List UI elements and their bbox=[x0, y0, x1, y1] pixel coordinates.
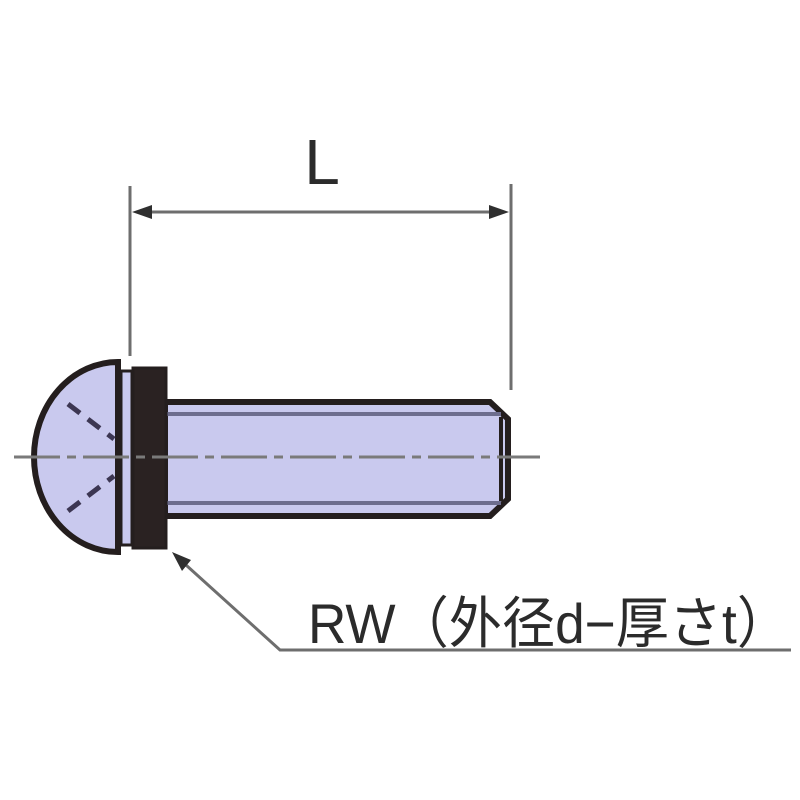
dimension-arrowhead-left bbox=[132, 205, 152, 219]
screw-body bbox=[14, 358, 540, 556]
recess-line-lower bbox=[66, 474, 116, 513]
callout-label: RW（外径d−厚さt） bbox=[308, 592, 790, 655]
screw-head-dome bbox=[31, 358, 121, 556]
leader-line bbox=[174, 554, 791, 652]
dimension-arrowhead-right bbox=[489, 205, 509, 219]
length-dimension: L bbox=[128, 126, 513, 390]
recess-line-upper bbox=[66, 402, 116, 441]
hidden-recess-lines bbox=[66, 402, 116, 513]
washer-callout: RW（外径d−厚さt） bbox=[172, 552, 791, 655]
screw-shank bbox=[162, 399, 511, 519]
leader-arrowhead bbox=[172, 552, 191, 571]
dimension-label: L bbox=[304, 126, 340, 198]
